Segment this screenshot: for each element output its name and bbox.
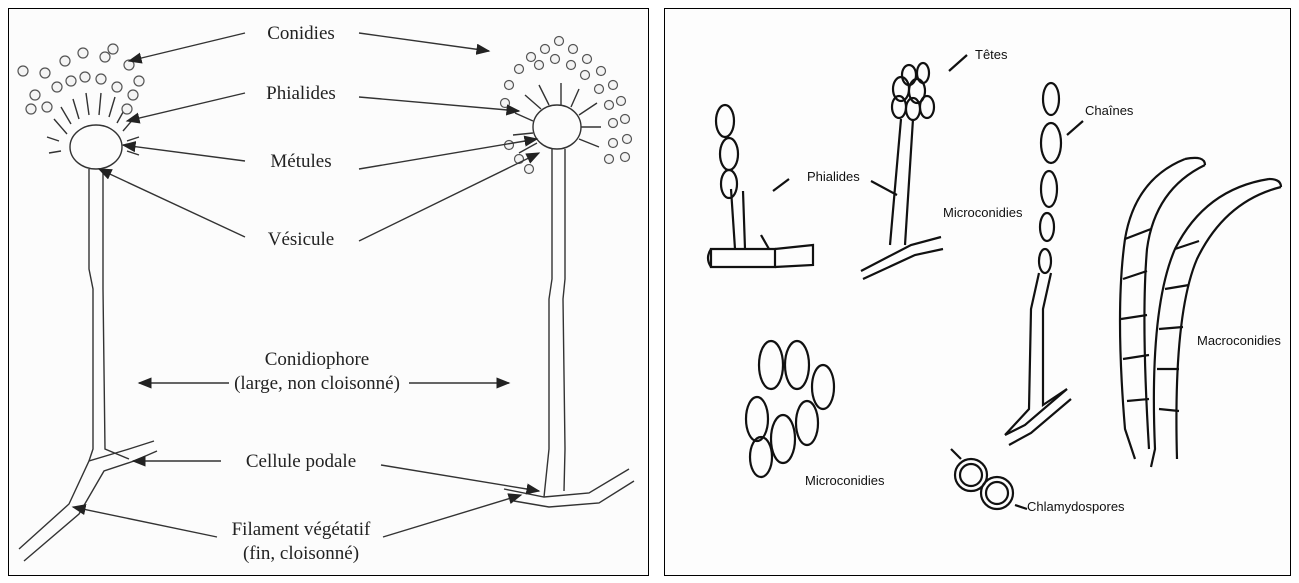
label-tetes: Têtes [975, 47, 1008, 62]
label-vesicule: Vésicule [268, 229, 334, 250]
label-macroconidies: Macroconidies [1197, 333, 1281, 348]
chains-drawing [1005, 83, 1083, 445]
label-filament-detail: (fin, cloisonné) [243, 543, 359, 564]
label-cellule-podale: Cellule podale [246, 451, 356, 472]
label-filament: Filament végétatif [232, 519, 371, 540]
microconidia-cluster-drawing [746, 341, 834, 477]
aspergillus-drawing: Conidies Phialides Métules Vésicule Coni… [9, 9, 650, 577]
macroconidia-drawing [1120, 158, 1281, 467]
phialides-drawing [708, 105, 813, 267]
aspergillus-diagram-panel: Conidies Phialides Métules Vésicule Coni… [8, 8, 649, 576]
label-conidiophore: Conidiophore [265, 349, 370, 370]
label-chlamydospores: Chlamydospores [1027, 499, 1125, 514]
heads-drawing [861, 55, 967, 279]
label-microconidies-top: Microconidies [943, 205, 1023, 220]
fusarium-drawing: Têtes Chaînes Phialides Microconidies Ma… [665, 9, 1292, 577]
left-conidia [18, 44, 144, 114]
label-chaines: Chaînes [1085, 103, 1134, 118]
label-phialides-right: Phialides [807, 169, 860, 184]
fusarium-diagram-panel: Têtes Chaînes Phialides Microconidies Ma… [664, 8, 1291, 576]
label-microconidies-bottom: Microconidies [805, 473, 885, 488]
label-metules: Métules [270, 151, 331, 172]
label-conidiophore-detail: (large, non cloisonné) [234, 373, 400, 394]
label-conidies: Conidies [267, 23, 335, 44]
label-phialides: Phialides [266, 83, 336, 104]
right-conidiophore [501, 37, 635, 508]
chlamydospores-drawing [951, 449, 1027, 509]
right-metules-phialides [513, 83, 601, 153]
left-conidiophore [18, 44, 157, 561]
